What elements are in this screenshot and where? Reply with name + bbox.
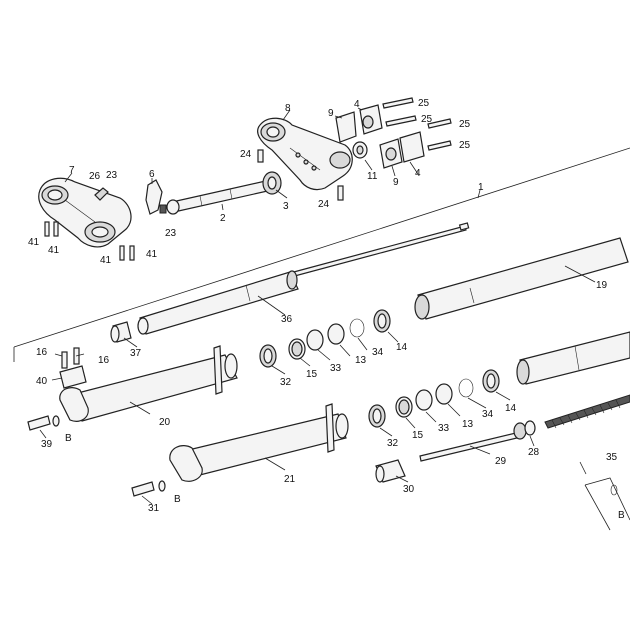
- callout-b-2: B: [174, 494, 181, 505]
- clamp-bolt-26: [94, 187, 109, 201]
- callout-9b: 9: [393, 177, 399, 188]
- callout-8: 8: [285, 103, 291, 114]
- callout-35: 35: [606, 452, 618, 463]
- callout-41c: 41: [100, 255, 112, 266]
- callout-20: 20: [159, 417, 171, 428]
- seal-stack-lower: [368, 369, 500, 428]
- bolt-39: [27, 415, 60, 431]
- callout-21: 21: [284, 474, 296, 485]
- upper-triple-clamp: [257, 117, 353, 191]
- callout-41b: 41: [48, 245, 60, 256]
- callout-41d: 41: [146, 249, 158, 260]
- callout-34b: 34: [482, 409, 494, 420]
- callout-14a: 14: [396, 342, 408, 353]
- callout-15a: 15: [306, 369, 318, 380]
- bolt-24-lower: [337, 185, 344, 201]
- callout-33a: 33: [330, 363, 342, 374]
- callout-b-1: B: [65, 433, 72, 444]
- callout-25c: 25: [459, 119, 471, 130]
- callout-26: 26: [89, 171, 101, 182]
- handlebar-clamps: [335, 104, 425, 169]
- callout-3: 3: [283, 201, 289, 212]
- bushing-37: [110, 321, 132, 343]
- bolt-24-upper: [257, 149, 264, 163]
- callout-13a: 13: [355, 355, 367, 366]
- callout-25a: 25: [418, 98, 430, 109]
- callout-24a: 24: [240, 149, 252, 160]
- axle-clamp-40: [59, 347, 87, 389]
- callout-19: 19: [596, 280, 608, 291]
- callout-30: 30: [403, 484, 415, 495]
- callout-28: 28: [528, 447, 540, 458]
- bolts-41: [44, 221, 135, 261]
- callout-31: 31: [148, 503, 160, 514]
- ring-11: [352, 141, 368, 159]
- o-ring-35: [610, 484, 618, 496]
- fork-spring: [544, 394, 630, 429]
- callout-6: 6: [149, 169, 155, 180]
- callout-40: 40: [36, 376, 48, 387]
- assembly-outline: [13, 147, 630, 531]
- callout-36: 36: [281, 314, 293, 325]
- callout-labels: 1 2 3 4 4 6 7 8 9 9 11 13 13 14 14 15 15…: [28, 98, 625, 521]
- callout-b-3: B: [618, 510, 625, 521]
- callout-13b: 13: [462, 419, 474, 430]
- callout-29: 29: [495, 456, 507, 467]
- callout-16a: 16: [36, 347, 48, 358]
- inner-tube-lower: [516, 331, 630, 385]
- callout-23b: 23: [165, 228, 177, 239]
- steering-lock-6: [145, 179, 167, 215]
- callout-1: 1: [478, 182, 484, 193]
- seal-stack-upper: [259, 309, 391, 368]
- callout-33b: 33: [438, 423, 450, 434]
- fork-tube-36: [137, 270, 299, 335]
- fork-tube-19: [414, 237, 629, 320]
- callout-11: 11: [367, 171, 378, 182]
- bearing: [262, 171, 282, 195]
- fork-slider-20: [59, 345, 238, 422]
- callout-16b: 16: [98, 355, 110, 366]
- bolt-31: [131, 480, 166, 497]
- callout-25b: 25: [421, 114, 433, 125]
- callout-25d: 25: [459, 140, 471, 151]
- callout-24b: 24: [318, 199, 330, 210]
- callout-9a: 9: [328, 108, 334, 119]
- callout-15b: 15: [412, 430, 424, 441]
- callout-14b: 14: [505, 403, 517, 414]
- fork-slider-21: [169, 403, 349, 482]
- bolts-25: [382, 97, 452, 151]
- callout-23a: 23: [106, 170, 118, 181]
- callout-37: 37: [130, 348, 142, 359]
- lower-triple-clamp: [38, 177, 132, 248]
- callout-4b: 4: [415, 168, 421, 179]
- callout-2: 2: [220, 213, 226, 224]
- leader-lines: [39, 107, 596, 505]
- callout-32a: 32: [280, 377, 292, 388]
- callout-41a: 41: [28, 237, 40, 248]
- damper-rod: [289, 222, 470, 278]
- steering-stem: [166, 179, 273, 215]
- callout-32b: 32: [387, 438, 399, 449]
- callout-4a: 4: [354, 99, 360, 110]
- callout-7: 7: [69, 165, 75, 176]
- callout-39: 39: [41, 439, 53, 450]
- callout-34a: 34: [372, 347, 384, 358]
